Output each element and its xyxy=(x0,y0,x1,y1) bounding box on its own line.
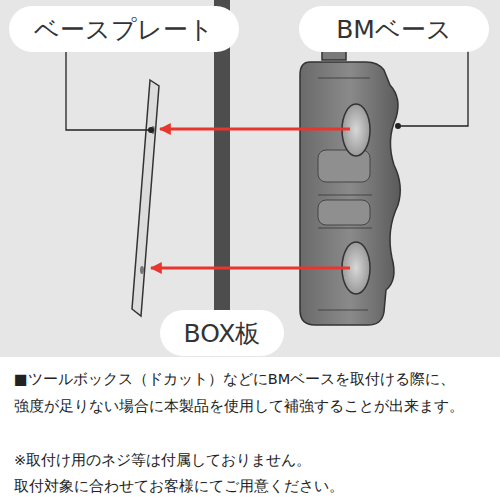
note-text: ■ツールボックス（ドカット）などにBMベースを取付ける際に、 強度が足りない場合… xyxy=(14,366,496,420)
note-text: 取付対象に合わせてお客様にてご用意ください。 xyxy=(14,473,496,500)
assembly-arrow xyxy=(151,267,350,270)
leader-line xyxy=(400,50,468,126)
base-plate xyxy=(132,80,159,316)
leader-dot xyxy=(148,127,154,133)
plate-hole xyxy=(140,266,144,274)
leader-dot xyxy=(395,123,401,129)
ground xyxy=(0,0,500,357)
note-text: ※取付け用のネジ等は付属しておりません。 xyxy=(14,447,496,474)
bm-base xyxy=(300,35,400,325)
part-name: BOX板 xyxy=(184,321,261,346)
label-pill: ベースプレート xyxy=(9,6,239,52)
label-pill: BMベース xyxy=(299,6,489,52)
assembly-arrow xyxy=(160,128,350,131)
part-name: BMベース xyxy=(336,17,452,42)
leader-line xyxy=(66,50,149,130)
part-name: ベースプレート xyxy=(34,17,214,42)
label-pill: BOX板 xyxy=(160,310,285,356)
